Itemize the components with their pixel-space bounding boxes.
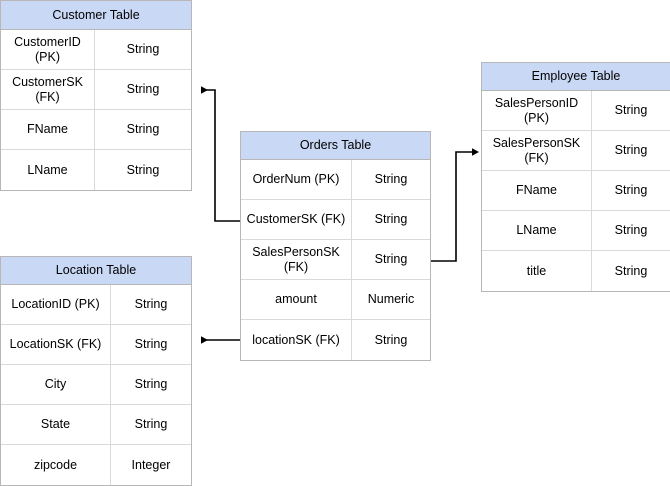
entity-employee-title: Employee Table: [482, 63, 670, 91]
field-type: String: [134, 337, 168, 352]
field-name: State: [1, 405, 111, 444]
field-name: LName: [1, 150, 95, 190]
field-name: CustomerSK (FK): [241, 200, 352, 239]
table-row: FName String: [482, 171, 670, 211]
field-type: String: [134, 377, 168, 392]
entity-customer-table[interactable]: Customer Table CustomerID (PK) String Cu…: [0, 0, 192, 191]
field-name: amount: [241, 280, 352, 319]
entity-customer-title: Customer Table: [1, 1, 191, 30]
field-name: LocationID (PK): [1, 285, 111, 324]
entity-orders-table[interactable]: Orders Table OrderNum (PK) String Custom…: [240, 131, 431, 361]
field-type: String: [126, 82, 160, 97]
entity-location-table[interactable]: Location Table LocationID (PK) String Lo…: [0, 256, 192, 486]
table-row: LName String: [1, 150, 191, 190]
table-row: LocationSK (FK) String: [1, 325, 191, 365]
table-row: FName String: [1, 110, 191, 150]
field-type: String: [126, 162, 160, 177]
field-name: City: [1, 365, 111, 404]
field-type: String: [614, 103, 648, 118]
field-type: Integer: [131, 457, 171, 472]
field-name: OrderNum (PK): [241, 160, 352, 199]
table-row: State String: [1, 405, 191, 445]
field-type: String: [614, 223, 648, 238]
table-row: OrderNum (PK) String: [241, 160, 430, 200]
field-name: locationSK (FK): [241, 320, 352, 360]
connector-orders-to-employee: [431, 148, 479, 262]
field-type: String: [374, 332, 408, 347]
field-name: FName: [1, 110, 95, 149]
entity-orders-title: Orders Table: [241, 132, 430, 160]
table-row: SalesPersonSK (FK) String: [241, 240, 430, 280]
field-type: String: [374, 172, 408, 187]
table-row: CustomerSK (FK) String: [241, 200, 430, 240]
field-name: SalesPersonSK (FK): [241, 240, 352, 279]
connector-orders-to-customer: [201, 86, 240, 222]
field-name: SalesPersonSK (FK): [482, 131, 592, 170]
field-type: String: [126, 42, 160, 57]
field-type: String: [614, 263, 648, 278]
table-row: SalesPersonID (PK) String: [482, 91, 670, 131]
field-type: String: [374, 252, 408, 267]
field-name: FName: [482, 171, 592, 210]
field-type: Numeric: [367, 292, 415, 307]
field-type: String: [126, 122, 160, 137]
field-name: CustomerSK (FK): [1, 70, 95, 109]
field-name: zipcode: [1, 445, 111, 485]
table-row: LName String: [482, 211, 670, 251]
table-row: LocationID (PK) String: [1, 285, 191, 325]
field-type: String: [614, 143, 648, 158]
table-row: CustomerID (PK) String: [1, 30, 191, 70]
table-row: locationSK (FK) String: [241, 320, 430, 360]
table-row: zipcode Integer: [1, 445, 191, 485]
table-row: SalesPersonSK (FK) String: [482, 131, 670, 171]
table-row: City String: [1, 365, 191, 405]
entity-employee-table[interactable]: Employee Table SalesPersonID (PK) String…: [481, 62, 670, 292]
field-type: String: [374, 212, 408, 227]
field-name: SalesPersonID (PK): [482, 91, 592, 130]
table-row: CustomerSK (FK) String: [1, 70, 191, 110]
entity-location-title: Location Table: [1, 257, 191, 285]
table-row: title String: [482, 251, 670, 291]
field-type: String: [614, 183, 648, 198]
field-type: String: [134, 297, 168, 312]
field-type: String: [134, 417, 168, 432]
field-name: LName: [482, 211, 592, 250]
field-name: CustomerID (PK): [1, 30, 95, 69]
table-row: amount Numeric: [241, 280, 430, 320]
field-name: title: [482, 251, 592, 291]
field-name: LocationSK (FK): [1, 325, 111, 364]
